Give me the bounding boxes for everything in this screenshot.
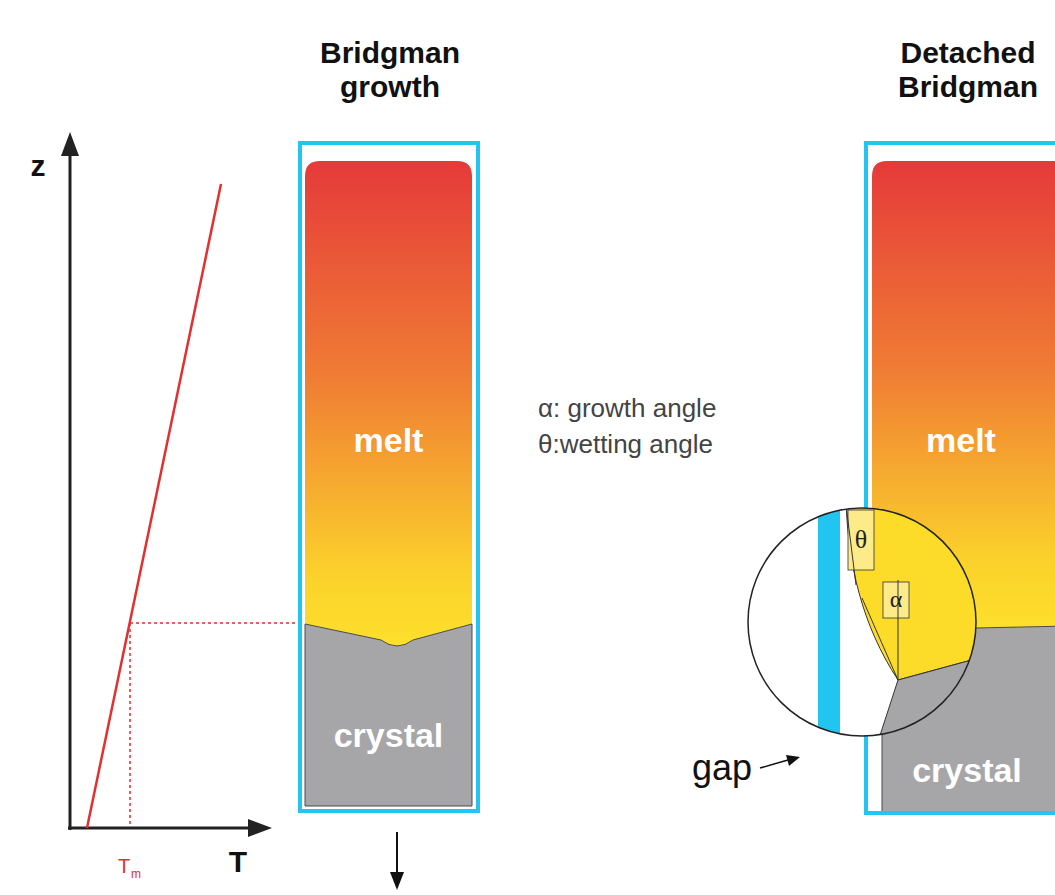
melt-region bbox=[305, 161, 472, 646]
magnified-meniscus bbox=[748, 490, 990, 760]
region-label: melt bbox=[354, 421, 424, 460]
axes bbox=[61, 132, 272, 837]
panel-heading: Detached Bridgman bbox=[883, 36, 1053, 105]
crystal-region bbox=[305, 624, 472, 806]
angle-legend: α: growth angle bbox=[538, 394, 716, 424]
angle-legend: θ:wetting angle bbox=[538, 430, 713, 460]
tangent-line bbox=[846, 505, 856, 585]
crystal-edge bbox=[872, 655, 990, 760]
panel-heading: Bridgman growth bbox=[300, 36, 480, 105]
crystal-region-label-box: crystal bbox=[305, 700, 472, 770]
axis-arrowhead bbox=[248, 819, 272, 837]
callout-label: gap bbox=[692, 747, 752, 788]
crystal-region-label-box: crystal bbox=[884, 735, 1050, 805]
melt-meniscus bbox=[846, 500, 990, 680]
crucible bbox=[300, 143, 478, 811]
axis-arrowhead bbox=[61, 132, 79, 156]
angle-symbol: α bbox=[890, 586, 903, 614]
region-label: melt bbox=[926, 421, 996, 460]
pulling-arrowhead bbox=[390, 872, 404, 890]
t-axis bbox=[68, 827, 252, 830]
angle-box bbox=[848, 510, 874, 570]
subscript: m bbox=[131, 868, 141, 882]
leader-line bbox=[760, 760, 788, 768]
leader-arrowhead bbox=[786, 755, 800, 766]
axis-label: z bbox=[31, 149, 46, 184]
lens-outline bbox=[748, 508, 976, 736]
axis-label: T bbox=[229, 845, 247, 880]
melt-region-label-box: melt bbox=[305, 400, 472, 480]
angle-box bbox=[883, 582, 909, 618]
melting-temperature: T bbox=[118, 855, 130, 878]
temperature-profile bbox=[87, 184, 221, 828]
melt-region-label-box: melt bbox=[876, 400, 1046, 480]
region-label: crystal bbox=[912, 751, 1022, 790]
angle-symbol: θ bbox=[855, 525, 867, 555]
melting-point-guide bbox=[129, 623, 131, 826]
crucible bbox=[866, 143, 1055, 813]
crucible-wall bbox=[818, 490, 840, 760]
pulling-arrow bbox=[396, 832, 398, 874]
region-label: crystal bbox=[334, 716, 444, 755]
z-axis bbox=[69, 150, 72, 830]
melting-point-guide bbox=[130, 622, 298, 624]
